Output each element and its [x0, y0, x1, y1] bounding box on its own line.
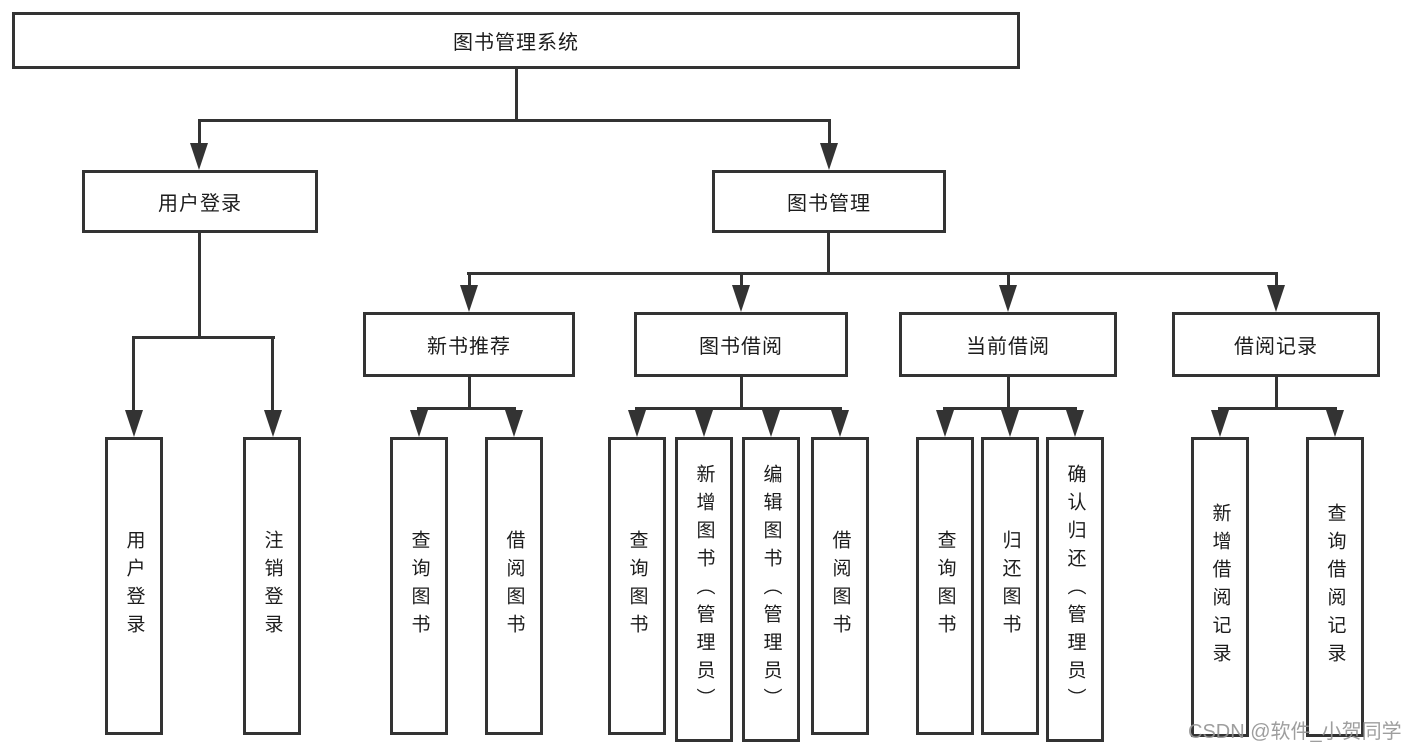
arrow-to-query-borrow-record	[1326, 410, 1344, 437]
node-user-login: 用户登录	[105, 437, 163, 735]
connector-stem-new-book-rec	[468, 272, 471, 288]
arrow-to-current-borrowing	[999, 285, 1017, 312]
arrow-to-logout-leaf	[264, 410, 282, 437]
arrow-to-user-login	[190, 143, 208, 170]
node-label: 新书推荐	[427, 336, 511, 358]
connector-stem-book-management	[828, 119, 831, 146]
node-current-borrowing: 当前借阅	[899, 312, 1117, 377]
node-book-management: 图书管理	[712, 170, 946, 233]
node-label: 查询图书	[626, 530, 648, 642]
arrow-to-edit-books-admin	[762, 410, 780, 437]
node-label: 查询图书	[934, 530, 956, 642]
arrow-to-add-borrow-record	[1211, 410, 1229, 437]
node-label: 图书管理系统	[453, 32, 579, 54]
connector-book-borrowing-bar	[635, 407, 842, 410]
node-label: 用户登录	[158, 193, 242, 215]
connector-book-borrowing-stem	[740, 374, 743, 410]
connector-stem-logout-leaf	[271, 336, 274, 412]
arrow-to-book-management	[820, 143, 838, 170]
arrow-to-add-books-admin	[695, 410, 713, 437]
node-return-books: 归还图书	[981, 437, 1039, 735]
node-new-book-recommendation: 新书推荐	[363, 312, 575, 377]
connector-new-book-rec-stem	[468, 374, 471, 410]
arrow-to-book-borrowing	[732, 285, 750, 312]
node-query-borrow-record: 查询借阅记录	[1306, 437, 1364, 737]
node-label: 用户登录	[123, 530, 145, 642]
connector-root-stem	[515, 66, 518, 121]
node-label: 编辑图书（管理员）	[760, 463, 782, 716]
arrow-to-borrowing-records	[1267, 285, 1285, 312]
arrow-to-login-leaf	[125, 410, 143, 437]
arrow-to-query-books-3	[936, 410, 954, 437]
node-add-books-admin: 新增图书（管理员）	[675, 437, 733, 742]
connector-stem-login-leaf	[132, 336, 135, 412]
arrow-to-borrow-books-1	[505, 410, 523, 437]
connector-borrowing-records-stem	[1275, 374, 1278, 410]
node-label: 图书借阅	[699, 336, 783, 358]
connector-user-login-bar	[132, 336, 275, 339]
node-label: 查询图书	[408, 530, 430, 642]
csdn-watermark: CSDN @软件_小贺同学	[1188, 721, 1402, 743]
node-label: 借阅图书	[503, 530, 525, 642]
node-label: 归还图书	[999, 530, 1021, 642]
connector-current-borrowing-stem	[1007, 374, 1010, 410]
node-query-books-1: 查询图书	[390, 437, 448, 735]
arrow-to-confirm-return-admin	[1066, 410, 1084, 437]
arrow-to-query-books-1	[410, 410, 428, 437]
node-label: 当前借阅	[966, 336, 1050, 358]
connector-root-bar	[198, 119, 831, 122]
node-book-borrowing: 图书借阅	[634, 312, 848, 377]
connector-current-borrowing-bar	[943, 407, 1077, 410]
node-label: 图书管理	[787, 193, 871, 215]
node-label: 注销登录	[261, 530, 283, 642]
node-label: 确认归还（管理员）	[1064, 463, 1086, 716]
arrow-to-new-book-rec	[460, 285, 478, 312]
connector-stem-user-login	[198, 119, 201, 146]
node-confirm-return-admin: 确认归还（管理员）	[1046, 437, 1104, 742]
node-edit-books-admin: 编辑图书（管理员）	[742, 437, 800, 742]
connector-user-login-stem	[198, 230, 201, 338]
node-label: 新增借阅记录	[1209, 503, 1231, 671]
node-user-login-branch: 用户登录	[82, 170, 318, 233]
node-query-books-3: 查询图书	[916, 437, 974, 735]
connector-borrowing-records-bar	[1218, 407, 1337, 410]
connector-stem-current-borrowing	[1007, 272, 1010, 288]
node-label: 新增图书（管理员）	[693, 463, 715, 716]
connector-stem-book-borrowing	[740, 272, 743, 288]
arrow-to-return-books	[1001, 410, 1019, 437]
node-logout: 注销登录	[243, 437, 301, 735]
connector-book-management-bar	[467, 272, 1277, 275]
node-label: 借阅图书	[829, 530, 851, 642]
node-borrow-books-1: 借阅图书	[485, 437, 543, 735]
arrow-to-borrow-books-2	[831, 410, 849, 437]
connector-stem-borrowing-records	[1275, 272, 1278, 288]
node-query-books-2: 查询图书	[608, 437, 666, 735]
node-borrow-books-2: 借阅图书	[811, 437, 869, 735]
connector-book-management-stem	[827, 230, 830, 275]
node-borrowing-records: 借阅记录	[1172, 312, 1380, 377]
node-label: 查询借阅记录	[1324, 503, 1346, 671]
connector-new-book-rec-bar	[417, 407, 516, 410]
arrow-to-query-books-2	[628, 410, 646, 437]
node-library-management-system: 图书管理系统	[12, 12, 1020, 69]
node-add-borrow-record: 新增借阅记录	[1191, 437, 1249, 737]
node-label: 借阅记录	[1234, 336, 1318, 358]
